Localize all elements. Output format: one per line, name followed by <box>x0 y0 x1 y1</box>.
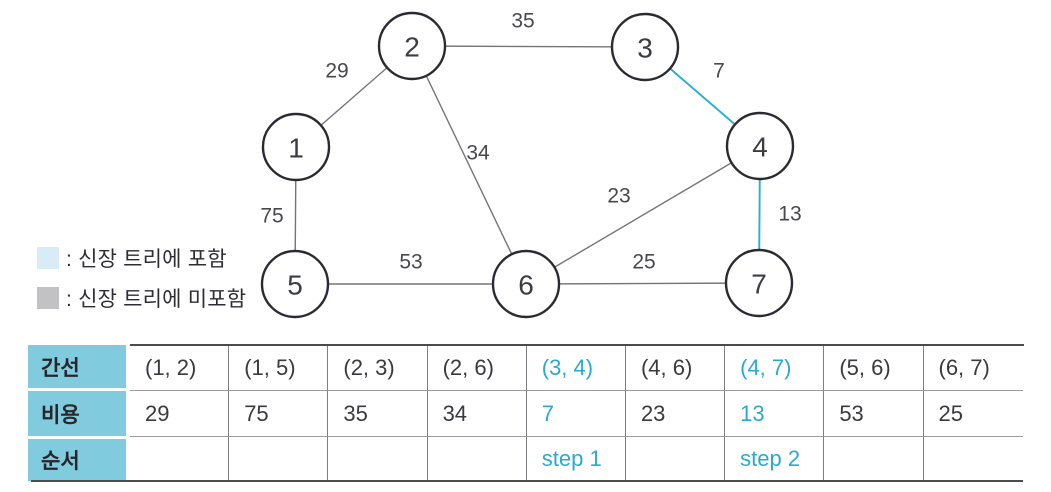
table-row-headers: 간선 비용 순서 <box>28 345 126 481</box>
edge-weight-4-6: 23 <box>607 185 630 208</box>
edge-2-6 <box>411 45 527 285</box>
node-5-label: 5 <box>287 270 303 301</box>
edge-cell-5: (3, 4) <box>526 346 626 391</box>
node-2-circle <box>377 11 447 81</box>
table-data-grid: (1, 2)(1, 5)(2, 3)(2, 6)(3, 4)(4, 6)(4, … <box>130 344 1024 480</box>
order-cell-3 <box>328 437 428 480</box>
node-3-label: 3 <box>637 33 653 64</box>
node-5-circle <box>260 249 330 319</box>
order-cell-1 <box>130 437 230 480</box>
node-4-circle <box>725 111 795 181</box>
excluded-color-swatch <box>37 286 59 309</box>
edge-cell-8: (5, 6) <box>824 346 924 391</box>
edge-2-3 <box>411 45 646 48</box>
order-cell-6 <box>626 437 726 480</box>
node-7-label: 7 <box>751 269 767 300</box>
table-bottom-border <box>31 480 1023 482</box>
cost-cell-2: 75 <box>229 391 329 437</box>
node-6-circle <box>491 249 561 319</box>
cost-cell-4: 34 <box>427 391 527 437</box>
node-2-label: 2 <box>404 32 420 63</box>
edge-4-6 <box>525 145 761 285</box>
edge-cell-9: (6, 7) <box>923 346 1023 391</box>
cost-cell-7: 13 <box>725 391 825 437</box>
cost-cell-9: 25 <box>923 391 1023 437</box>
edge-cell-6: (4, 6) <box>625 346 726 391</box>
edge-cell-3: (2, 3) <box>328 346 428 391</box>
node-3-circle <box>610 12 680 82</box>
cost-cell-3: 35 <box>328 391 428 437</box>
legend-item-included: : 신장 트리에 포함 <box>37 246 246 271</box>
edge-weight-1-2: 29 <box>325 60 348 83</box>
edge-cell-4: (2, 6) <box>427 346 527 391</box>
edge-weight-6-7: 25 <box>632 251 655 274</box>
edge-weight-2-6: 34 <box>466 142 490 165</box>
node-7-circle <box>724 248 794 318</box>
edge-cell-1: (1, 2) <box>130 346 230 391</box>
node-1-circle <box>261 112 331 182</box>
legend-item-excluded: : 신장 트리에 미포함 <box>37 286 246 311</box>
edge-weight-1-5: 75 <box>260 205 283 228</box>
cost-cell-5: 7 <box>526 391 626 437</box>
legend: : 신장 트리에 포함 : 신장 트리에 미포함 <box>37 246 246 311</box>
node-1-label: 1 <box>288 133 304 164</box>
order-cell-5: step 1 <box>527 437 626 480</box>
cost-cell-6: 23 <box>625 391 726 437</box>
edge-cost-table: 간선 비용 순서 (1, 2)(1, 5)(2, 3)(2, 6)(3, 4)(… <box>28 344 1024 482</box>
edge-6-7 <box>525 282 760 285</box>
included-color-swatch <box>37 246 59 269</box>
row-header-edge: 간선 <box>28 345 126 388</box>
order-cell-7: step 2 <box>725 437 825 480</box>
order-cell-8 <box>824 437 924 480</box>
node-4-label: 4 <box>752 132 768 163</box>
edge-cell-2: (1, 5) <box>229 346 329 391</box>
order-cell-9 <box>924 437 1023 480</box>
edge-weight-4-7: 13 <box>778 203 801 226</box>
cost-cell-1: 29 <box>130 391 230 437</box>
order-cell-2 <box>229 437 329 480</box>
node-6-label: 6 <box>518 270 534 301</box>
edge-weight-2-3: 35 <box>511 10 534 33</box>
edge-weight-5-6: 53 <box>399 251 422 274</box>
legend-excluded-label: : 신장 트리에 미포함 <box>66 287 247 311</box>
row-header-cost: 비용 <box>28 391 126 436</box>
row-header-order: 순서 <box>28 439 126 481</box>
order-cell-4 <box>428 437 527 480</box>
legend-included-label: : 신장 트리에 포함 <box>66 247 227 271</box>
edge-cell-7: (4, 7) <box>725 346 825 391</box>
edge-weight-3-4: 7 <box>713 60 725 83</box>
cost-cell-8: 53 <box>824 391 924 437</box>
